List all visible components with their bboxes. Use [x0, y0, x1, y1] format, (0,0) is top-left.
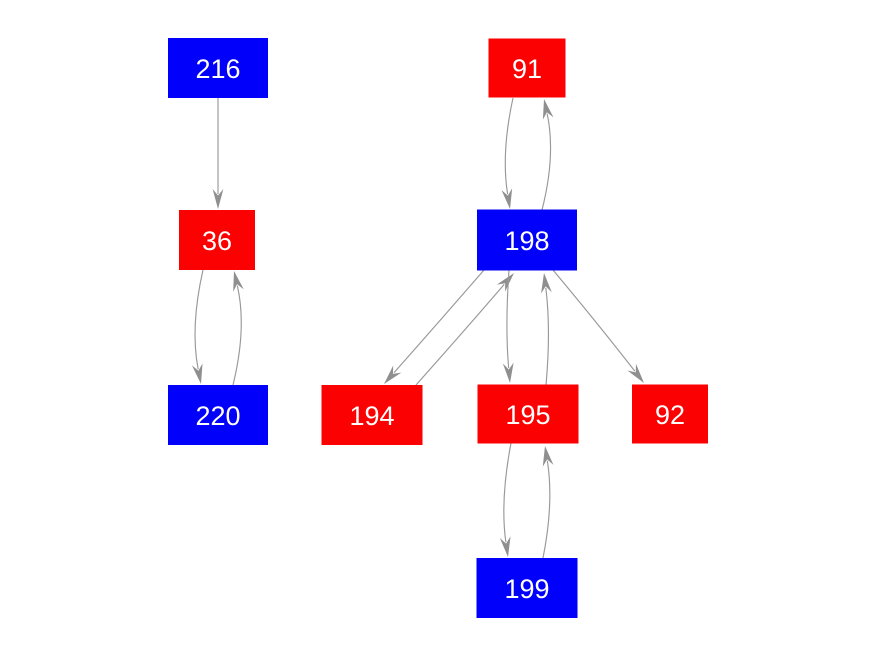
arrowhead-icon-198-to-91 [542, 99, 554, 120]
node-92 [632, 384, 708, 444]
arrowhead-icon-195-to-198 [541, 273, 552, 294]
arrowhead-icon-198-to-194 [384, 365, 402, 384]
node-label-194: 194 [349, 401, 394, 431]
node-36 [179, 210, 255, 270]
arrowhead-icon-220-to-36 [233, 271, 244, 292]
arrowhead-icon-199-to-195 [542, 446, 554, 467]
edge-198-to-92 [552, 269, 636, 372]
node-216 [168, 38, 268, 98]
node-label-199: 199 [504, 574, 549, 604]
node-220 [168, 385, 268, 445]
edge-198-to-194 [393, 269, 485, 374]
node-label-220: 220 [195, 401, 240, 431]
node-198 [477, 209, 577, 271]
node-label-92: 92 [655, 400, 685, 430]
arrowhead-icon-194-to-198 [496, 273, 514, 292]
node-194 [321, 385, 423, 445]
node-199 [476, 558, 578, 618]
node-label-36: 36 [202, 226, 232, 256]
arrowhead-icon-36-to-220 [191, 363, 203, 384]
node-195 [477, 384, 579, 444]
edge-198-to-195 [506, 269, 510, 369]
node-label-91: 91 [512, 54, 542, 84]
edge-195-to-199 [503, 442, 512, 543]
node-label-216: 216 [195, 54, 240, 84]
edge-36-to-220 [194, 269, 204, 370]
edge-220-to-36 [232, 285, 242, 386]
arrowhead-icon-198-to-195 [502, 362, 514, 383]
arrowhead-icon-195-to-199 [499, 536, 511, 557]
node-label-195: 195 [505, 400, 550, 430]
edge-194-to-198 [415, 284, 505, 386]
arrowhead-icon-91-to-198 [501, 188, 513, 209]
edge-199-to-195 [542, 460, 551, 559]
arrowhead-icon-216-to-36 [212, 189, 224, 209]
edge-91-to-198 [504, 97, 514, 195]
edge-195-to-198 [545, 287, 550, 386]
node-91 [488, 38, 566, 98]
edge-198-to-91 [541, 113, 552, 211]
arrowhead-icon-198-to-92 [627, 363, 644, 383]
node-label-198: 198 [504, 226, 549, 256]
